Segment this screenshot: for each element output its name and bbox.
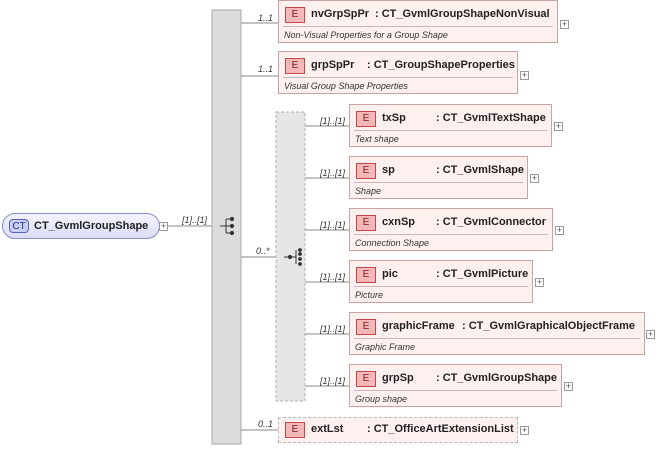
choice-multiplicity: 0..*	[256, 246, 270, 256]
element-description: Graphic Frame	[355, 342, 416, 352]
element-multiplicity-grpsp: [1]..[1]	[320, 376, 346, 386]
sequence-icon	[220, 216, 235, 236]
element-multiplicity-pic: [1]..[1]	[320, 272, 346, 282]
element-badge: E	[356, 371, 376, 387]
element-name: graphicFrame	[382, 320, 455, 332]
element-grpsppr[interactable]: E grpSpPr : CT_GroupShapeProperties Visu…	[278, 51, 518, 94]
element-multiplicity-cxnsp: [1]..[1]	[320, 220, 346, 230]
element-description: Connection Shape	[355, 238, 430, 248]
element-badge: E	[356, 111, 376, 127]
element-divider	[354, 390, 557, 391]
element-divider	[354, 234, 548, 235]
element-divider	[354, 130, 547, 131]
element-name: grpSp	[382, 372, 414, 384]
expand-graphicframe-icon[interactable]: +	[646, 329, 655, 339]
expand-cxnsp-icon[interactable]: +	[555, 225, 564, 235]
element-type: : CT_GvmlGraphicalObjectFrame	[462, 320, 635, 332]
element-extlst[interactable]: E extLst : CT_OfficeArtExtensionList	[278, 417, 518, 443]
element-divider	[283, 77, 513, 78]
element-description: Shape	[355, 186, 382, 196]
root-expand-icon[interactable]: +	[159, 221, 168, 231]
element-cxnsp[interactable]: E cxnSp : CT_GvmlConnector Connection Sh…	[349, 208, 553, 251]
element-type: : CT_GvmlTextShape	[436, 112, 546, 124]
element-name: nvGrpSpPr	[311, 8, 370, 20]
element-name: cxnSp	[382, 216, 416, 228]
element-multiplicity-extlst: 0..1	[258, 419, 274, 429]
element-name: txSp	[382, 112, 406, 124]
element-divider	[283, 26, 553, 27]
element-name: grpSpPr	[311, 59, 355, 71]
element-divider	[354, 338, 640, 339]
element-badge: E	[356, 215, 376, 231]
element-badge: E	[285, 7, 305, 23]
element-description: Non-Visual Properties for a Group Shape	[284, 30, 448, 40]
element-badge: E	[285, 58, 305, 74]
element-type: : CT_GvmlGroupShape	[436, 372, 558, 384]
element-name: extLst	[311, 423, 344, 435]
element-name: sp	[382, 164, 395, 176]
element-multiplicity-txsp: [1]..[1]	[320, 116, 346, 126]
expand-extlst-icon[interactable]: +	[520, 425, 529, 435]
element-type: : CT_GvmlConnector	[436, 216, 547, 228]
element-description: Picture	[355, 290, 384, 300]
element-multiplicity-nvgrpsppr: 1..1	[258, 13, 274, 23]
element-pic[interactable]: E pic : CT_GvmlPicture Picture	[349, 260, 533, 303]
element-sp[interactable]: E sp : CT_GvmlShape Shape	[349, 156, 528, 199]
element-badge: E	[285, 422, 305, 438]
complex-type-badge: CT	[9, 219, 29, 233]
expand-sp-icon[interactable]: +	[530, 173, 539, 183]
expand-nvgrpsppr-icon[interactable]: +	[560, 19, 569, 29]
element-description: Visual Group Shape Properties	[284, 81, 408, 91]
element-divider	[354, 286, 528, 287]
element-name: pic	[382, 268, 398, 280]
element-description: Text shape	[355, 134, 399, 144]
root-multiplicity: [1]..[1]	[182, 215, 208, 225]
element-badge: E	[356, 319, 376, 335]
element-grpsp[interactable]: E grpSp : CT_GvmlGroupShape Group shape	[349, 364, 562, 407]
element-txsp[interactable]: E txSp : CT_GvmlTextShape Text shape	[349, 104, 552, 147]
element-type: : CT_GroupShapeProperties	[367, 59, 515, 71]
expand-txsp-icon[interactable]: +	[554, 121, 563, 131]
element-multiplicity-graphicframe: [1]..[1]	[320, 324, 346, 334]
element-graphicframe[interactable]: E graphicFrame : CT_GvmlGraphicalObjectF…	[349, 312, 645, 355]
expand-pic-icon[interactable]: +	[535, 277, 544, 287]
element-multiplicity-sp: [1]..[1]	[320, 168, 346, 178]
choice-icon	[284, 248, 302, 266]
element-badge: E	[356, 267, 376, 283]
element-type: : CT_OfficeArtExtensionList	[367, 423, 514, 435]
element-type: : CT_GvmlPicture	[436, 268, 529, 280]
element-badge: E	[356, 163, 376, 179]
element-multiplicity-grpsppr: 1..1	[258, 64, 274, 74]
expand-grpsp-icon[interactable]: +	[564, 381, 573, 391]
root-type-name: CT_GvmlGroupShape	[34, 220, 149, 232]
element-divider	[354, 182, 523, 183]
element-description: Group shape	[355, 394, 408, 404]
element-nvgrpsppr[interactable]: E nvGrpSpPr : CT_GvmlGroupShapeNonVisual…	[278, 0, 558, 43]
element-type: : CT_GvmlGroupShapeNonVisual	[375, 8, 550, 20]
element-type: : CT_GvmlShape	[436, 164, 525, 176]
expand-grpsppr-icon[interactable]: +	[520, 70, 529, 80]
root-complex-type[interactable]: CT CT_GvmlGroupShape	[2, 213, 160, 239]
